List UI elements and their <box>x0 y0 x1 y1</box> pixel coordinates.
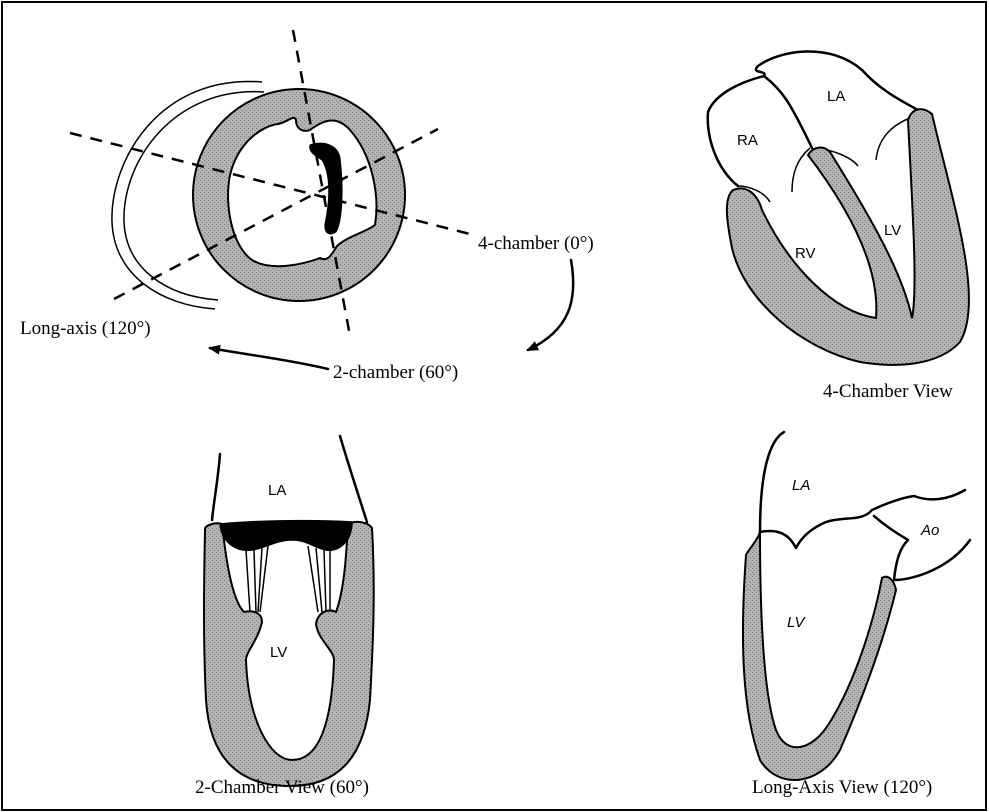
ventricle-myocardium <box>727 109 969 365</box>
label-2-chamber: 2-chamber (60°) <box>333 362 458 383</box>
long-axis-diagram: LA Ao LV Long-Axis View (120°) <box>743 432 970 798</box>
four-chamber-title: 4-Chamber View <box>823 381 953 402</box>
chordae-tendineae <box>246 546 330 612</box>
ra-outline <box>708 76 812 186</box>
label-la-la: LA <box>792 477 810 494</box>
anterior-mitral <box>876 118 910 160</box>
label-la-ao: Ao <box>920 522 939 539</box>
label-4c-la: LA <box>827 88 845 105</box>
lv-myocardium <box>204 522 374 786</box>
la-right-wall <box>340 436 367 522</box>
la-posterior-wall <box>760 432 784 532</box>
label-4-chamber: 4-chamber (0°) <box>478 233 594 254</box>
lv-myocardium <box>743 532 896 780</box>
four-chamber-diagram: LA RA RV LV 4-Chamber View <box>708 51 969 402</box>
rotation-arrow-0-to-60 <box>528 260 573 350</box>
label-2c-la: LA <box>268 482 286 499</box>
la-roof-aortic-wall <box>760 490 965 548</box>
two-chamber-title: 2-Chamber View (60°) <box>195 777 369 798</box>
rotation-arrow-60-to-120 <box>210 348 328 369</box>
label-long-axis: Long-axis (120°) <box>20 318 151 339</box>
mitral-apparatus <box>220 521 352 551</box>
label-2c-lv: LV <box>270 644 287 661</box>
short-axis-diagram: 4-chamber (0°) 2-chamber (60°) Long-axis… <box>20 30 594 383</box>
label-4c-lv: LV <box>884 222 901 239</box>
la-left-wall <box>212 454 220 520</box>
label-4c-rv: RV <box>795 245 816 262</box>
label-la-lv: LV <box>787 614 807 631</box>
long-axis-title: Long-Axis View (120°) <box>752 777 932 798</box>
two-chamber-diagram: LA LV 2-Chamber View (60°) <box>195 436 374 798</box>
label-4c-ra: RA <box>737 132 758 149</box>
